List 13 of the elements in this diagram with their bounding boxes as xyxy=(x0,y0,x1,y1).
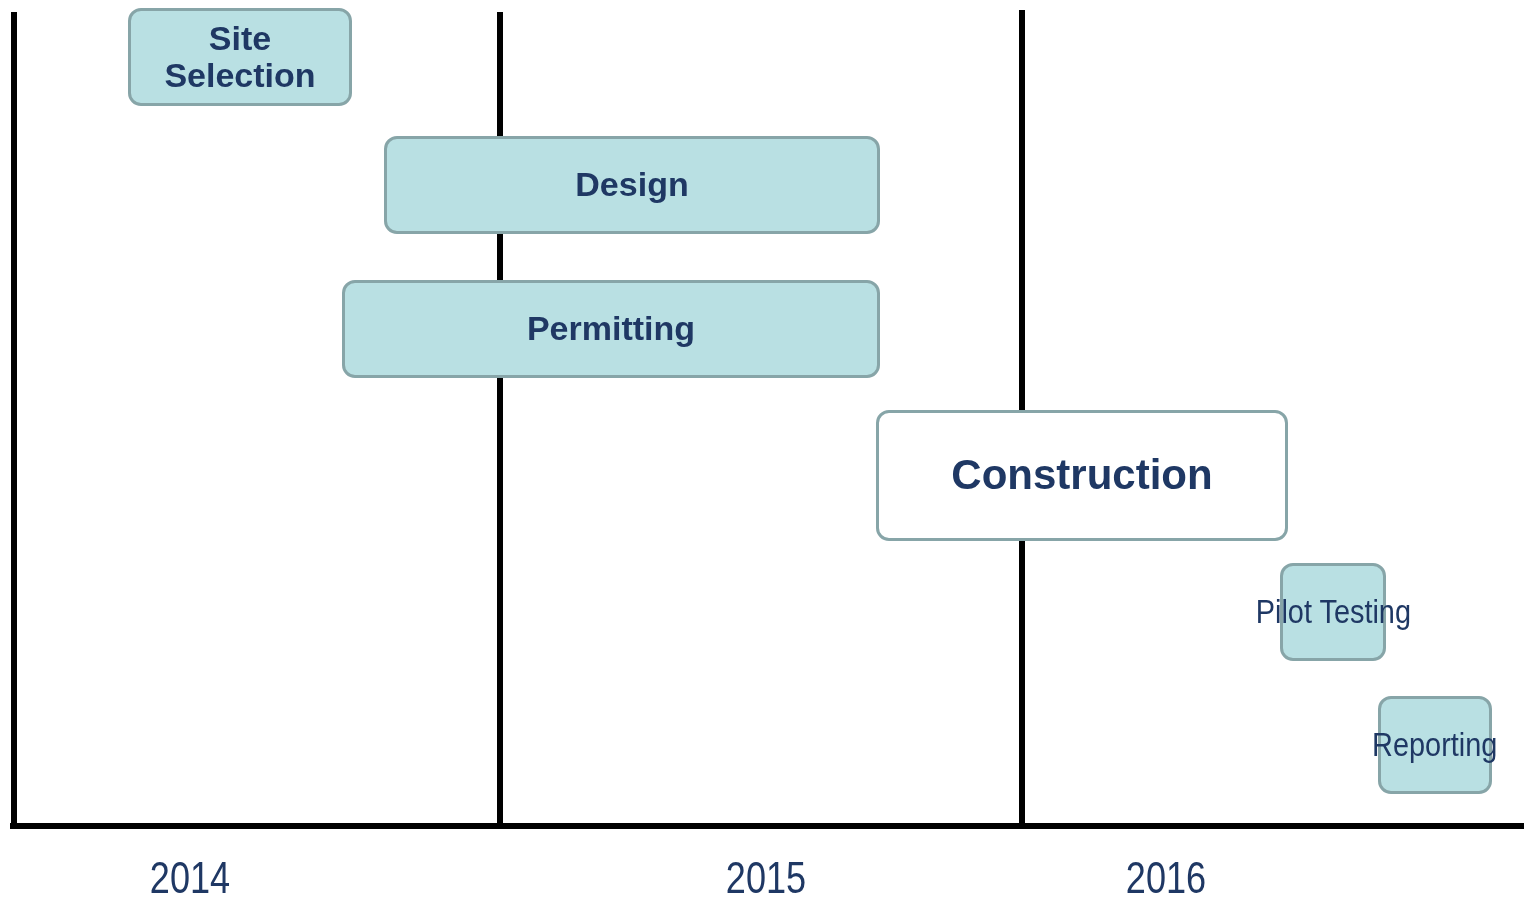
year-label: 2016 xyxy=(1125,853,1207,901)
task-bar xyxy=(342,280,880,378)
year-label: 2015 xyxy=(725,853,807,901)
task-bar xyxy=(384,136,880,234)
task-label: Permitting xyxy=(526,310,696,348)
task-label: Site Selection xyxy=(163,19,317,95)
task-bar xyxy=(128,8,352,106)
task-label: Reporting xyxy=(1372,726,1498,764)
year-label: 2014 xyxy=(149,853,231,901)
task-label: Construction xyxy=(951,452,1213,499)
task-label: Pilot Testing xyxy=(1255,593,1411,631)
task-label: Design xyxy=(575,166,689,204)
task-bar xyxy=(876,410,1288,541)
